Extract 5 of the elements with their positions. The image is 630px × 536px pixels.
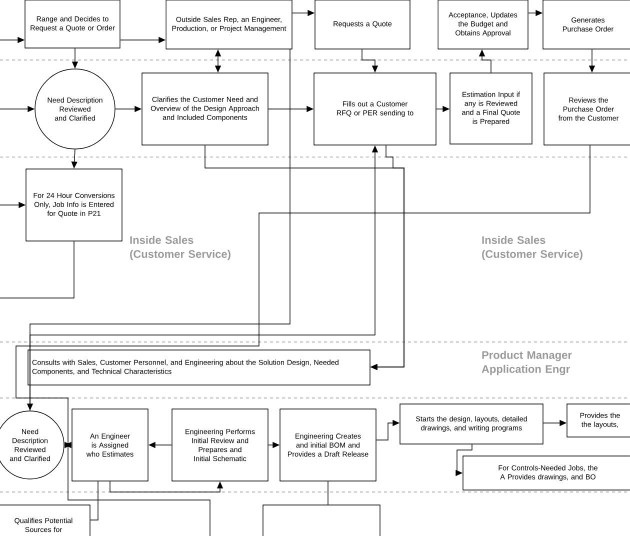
empty-box (262, 504, 380, 536)
lane-label: Inside Sales (Customer Service) (482, 236, 582, 260)
connector-arrow (64, 442, 72, 448)
lane-label: Inside Sales (Customer Service) (130, 236, 230, 260)
lane-label: Product Manager Application Engr (482, 350, 572, 376)
